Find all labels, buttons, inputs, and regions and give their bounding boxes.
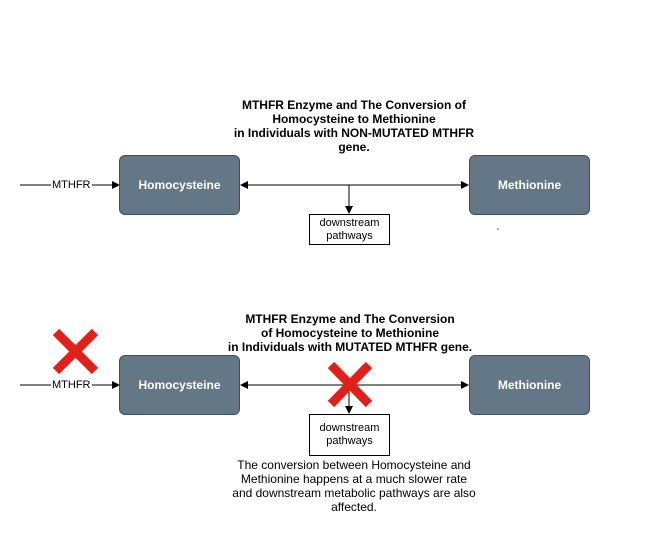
diagram-title: MTHFR Enzyme and The Conversion of Homoc… — [227, 312, 473, 354]
conversion-note: The conversion between Homocysteine and … — [232, 458, 476, 514]
methionine-node: Methionine — [469, 155, 590, 215]
blocked-cross-icon — [52, 328, 99, 375]
downstream-pathways-box: downstream pathways — [309, 214, 390, 245]
blocked-cross-icon — [327, 361, 373, 408]
homocysteine-node: Homocysteine — [119, 155, 240, 215]
diagram-title: MTHFR Enzyme and The Conversion of Homoc… — [233, 98, 475, 154]
mthfr-label: MTHFR — [51, 379, 92, 391]
methionine-node: Methionine — [469, 355, 590, 415]
downstream-pathways-box: downstream pathways — [309, 414, 390, 456]
stray-dot — [497, 228, 499, 230]
homocysteine-node: Homocysteine — [119, 355, 240, 415]
mthfr-label: MTHFR — [51, 179, 92, 191]
